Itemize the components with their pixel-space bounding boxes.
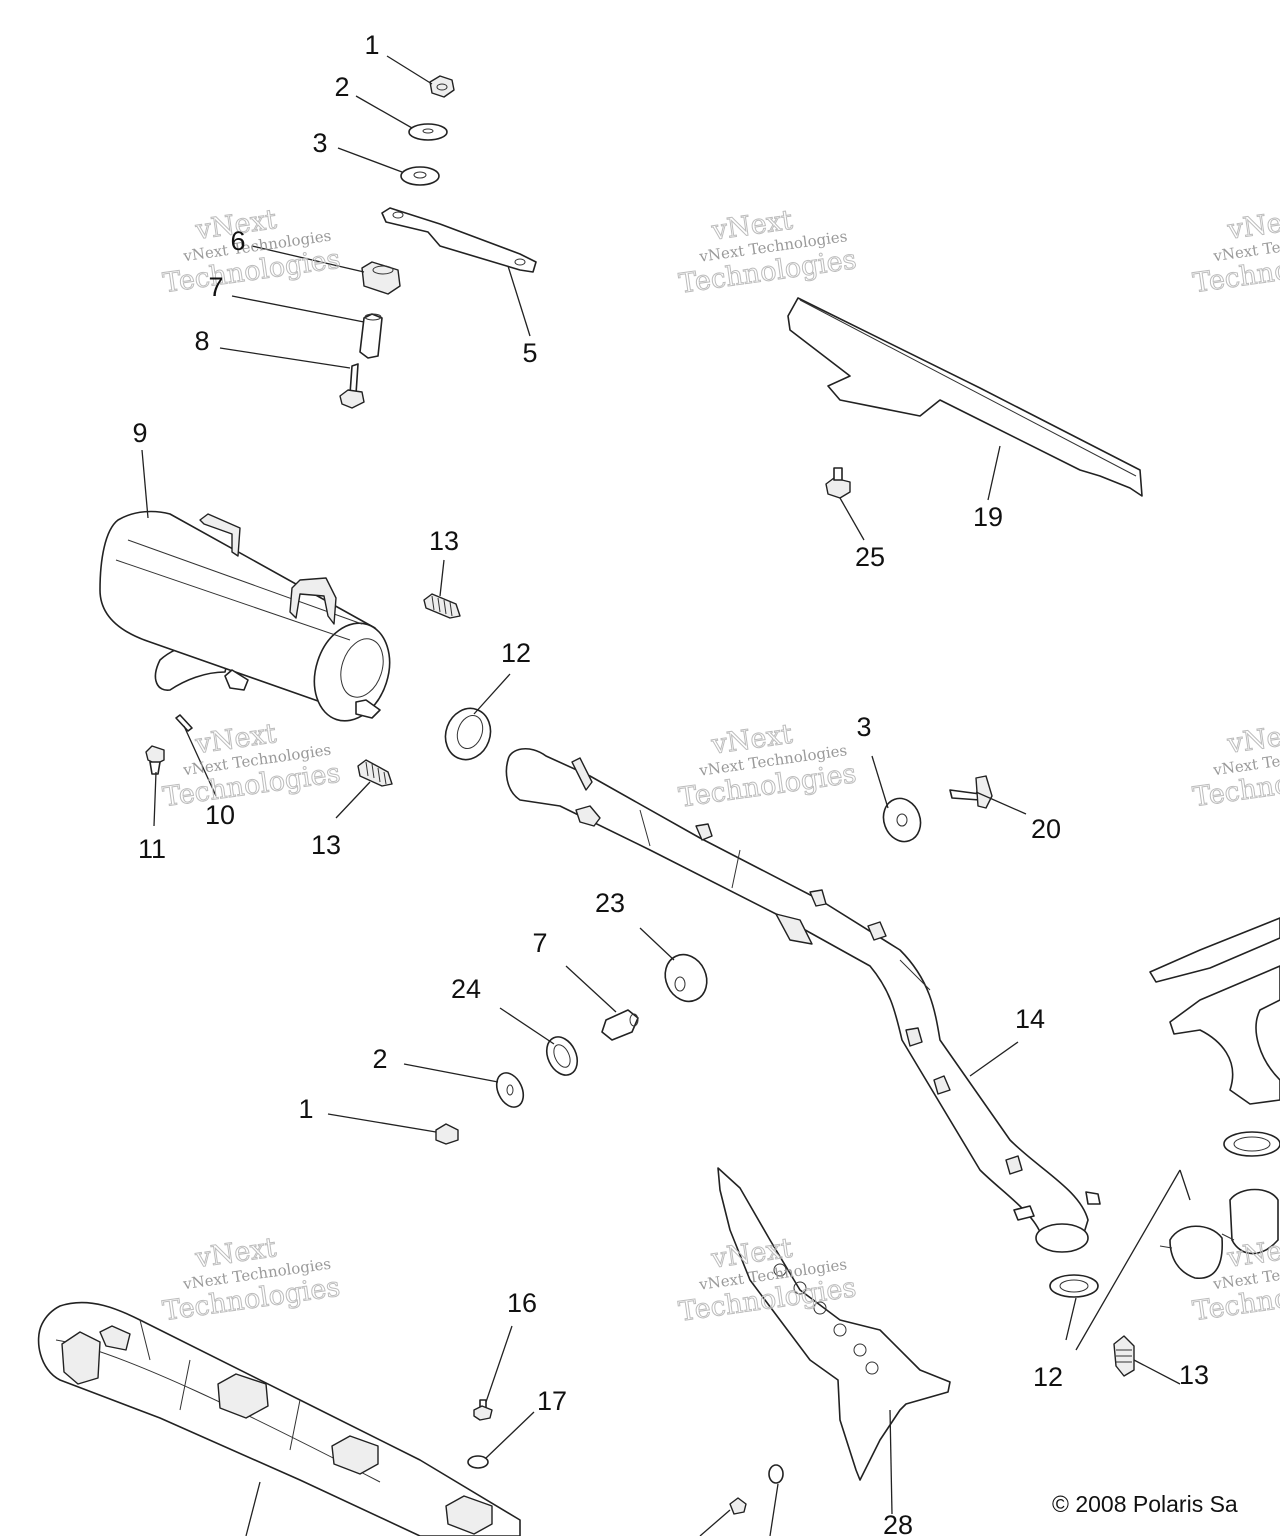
watermark-group: vNext vNext Technologies Technologies <box>676 1232 858 1328</box>
callout-label: 9 <box>132 418 147 448</box>
part-bolt-25 <box>825 467 851 499</box>
watermark-group: vNext vNext Technologies Technologies <box>161 204 343 300</box>
callout-label: 7 <box>532 928 547 958</box>
watermark-group: vNext vNext Technologies Technologies <box>160 1232 342 1328</box>
watermark-group: vNext vNext Technologies Technologies <box>676 718 858 814</box>
watermark-group: vNext vNext Technologies Technologies <box>677 204 859 300</box>
part-pin-10 <box>175 714 193 732</box>
copyright-text: © 2008 Polaris Sa <box>1052 1491 1238 1517</box>
part-nut-top <box>429 75 455 98</box>
callout-label: 11 <box>138 834 166 864</box>
callout-labels: 1 2 3 6 7 8 5 9 13 12 10 11 13 19 25 3 2… <box>132 30 1209 1536</box>
part-washer-2-lower <box>495 1072 525 1108</box>
callout-label: 5 <box>522 338 537 368</box>
part-grommet-23 <box>664 953 708 1003</box>
callout-label: 25 <box>855 542 885 572</box>
part-washer-17 <box>467 1455 489 1469</box>
part-gasket-12-lower <box>1049 1274 1099 1298</box>
callout-label: 6 <box>230 226 245 256</box>
part-heat-shield-28 <box>717 1167 951 1481</box>
part-gasket-12-upper <box>444 707 492 761</box>
part-grommet-6 <box>361 261 401 295</box>
part-washer-top <box>408 123 448 141</box>
callout-label: 12 <box>501 638 531 668</box>
callout-label: 1 <box>298 1094 313 1124</box>
leader-lines <box>141 55 1191 1536</box>
callout-label: 16 <box>507 1288 537 1318</box>
callout-label: 19 <box>973 502 1003 532</box>
part-spring-13-lower <box>357 759 393 787</box>
part-bolt-11 <box>145 745 165 775</box>
part-washer-24 <box>545 1036 579 1076</box>
callout-label: 1 <box>364 30 379 60</box>
part-bracket-5 <box>381 207 537 273</box>
callout-label: 20 <box>1031 814 1061 844</box>
callout-label: 24 <box>451 974 481 1004</box>
watermark-group: vNext vNext Technologies Technologies <box>1190 717 1280 813</box>
callout-label: 2 <box>372 1044 387 1074</box>
callout-label: 13 <box>429 526 459 556</box>
part-sleeve-7-top <box>359 313 383 359</box>
callout-label: 17 <box>537 1386 567 1416</box>
callout-label: 28 <box>883 1510 913 1536</box>
callout-label: 7 <box>208 272 223 302</box>
callout-label: 3 <box>856 712 871 742</box>
part-nut-lower <box>435 1123 459 1145</box>
callout-label: 23 <box>595 888 625 918</box>
watermark-group: vNext vNext Technologies Technologies <box>1190 1231 1280 1327</box>
part-manifold-right <box>1149 917 1280 1280</box>
callout-label: 10 <box>205 800 235 830</box>
part-bolt-bottom <box>729 1464 784 1515</box>
part-heat-shield-19 <box>787 297 1143 497</box>
callout-label: 13 <box>1179 1360 1209 1390</box>
callout-label: 3 <box>312 128 327 158</box>
part-bolt-16 <box>473 1399 493 1421</box>
part-washer-3-top <box>400 166 440 186</box>
part-pipe-lower-left <box>37 1301 521 1536</box>
callout-label: 8 <box>194 326 209 356</box>
part-header-pipe-14 <box>505 748 1101 1253</box>
part-bolt-20 <box>949 775 993 809</box>
callout-label: 2 <box>334 72 349 102</box>
part-muffler-9 <box>99 510 391 722</box>
part-spring-13-upper <box>423 593 461 619</box>
part-spring-13-right <box>1113 1335 1135 1377</box>
part-sleeve-7-lower <box>601 1009 639 1041</box>
watermark-group: vNext vNext Technologies Technologies <box>1191 203 1280 299</box>
callout-label: 13 <box>311 830 341 860</box>
part-bolt-8 <box>339 363 365 409</box>
part-washer-3-right <box>882 797 922 843</box>
callout-label: 14 <box>1015 1004 1045 1034</box>
callout-label: 12 <box>1033 1362 1063 1392</box>
